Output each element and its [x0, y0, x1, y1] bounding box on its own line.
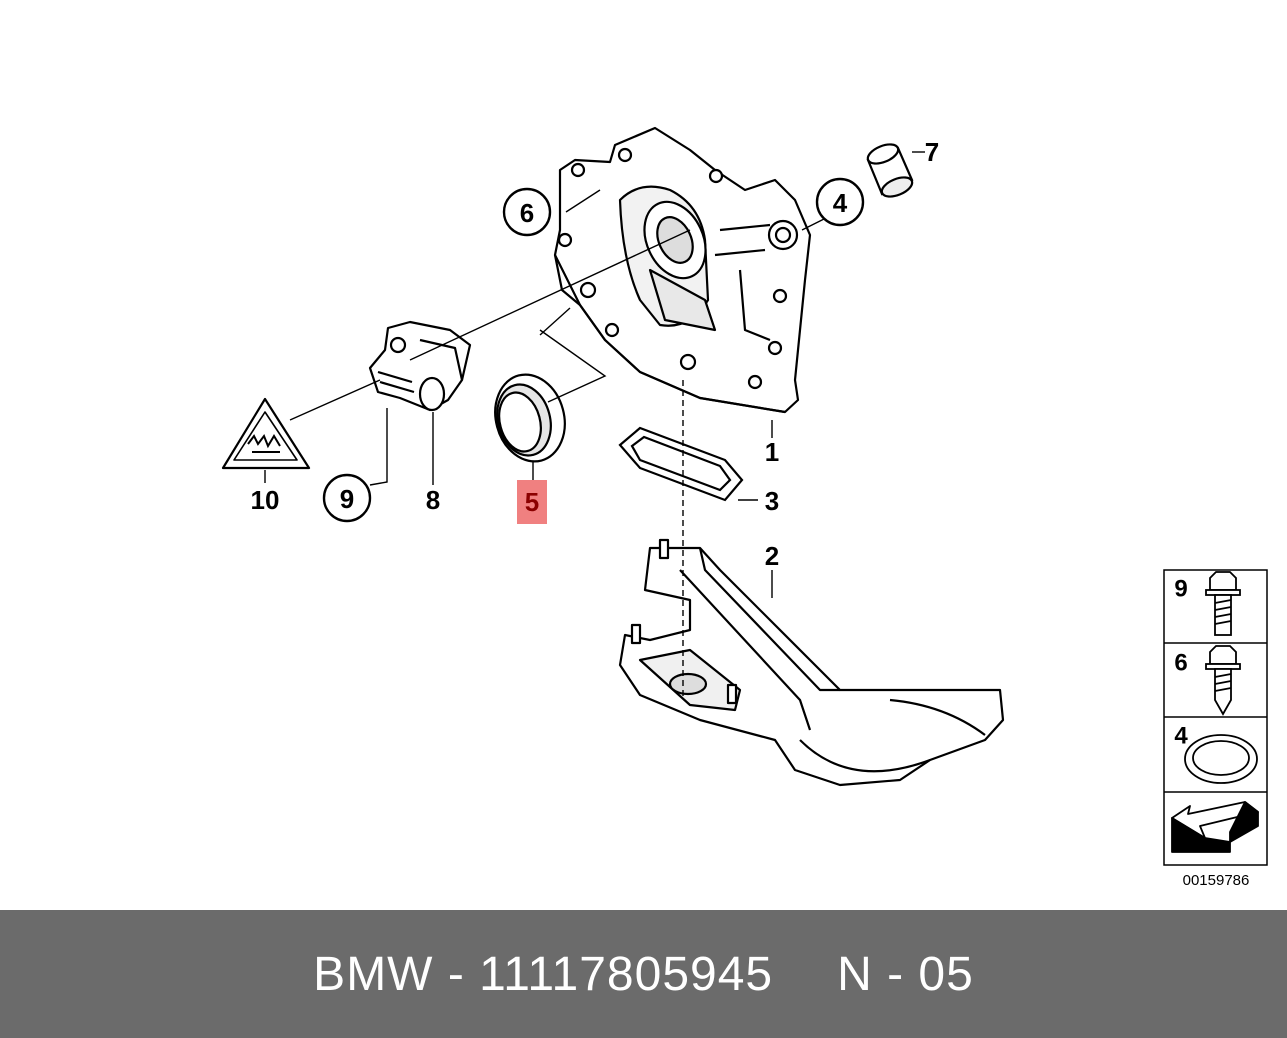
seal-ring-part — [494, 373, 566, 463]
callout-9-label: 9 — [340, 484, 354, 514]
legend-item-seal[interactable]: 4 — [1174, 723, 1258, 784]
callout-1-label: 1 — [765, 437, 779, 467]
footer-part-number: BMW - 11117805945 — [313, 947, 774, 1001]
arrow-icon — [1171, 801, 1259, 853]
legend-item-screw[interactable]: 6 — [1174, 645, 1241, 716]
callout-4[interactable]: 4 — [815, 177, 865, 227]
oil-pump-housing — [553, 126, 812, 414]
callout-6-label: 6 — [520, 198, 534, 228]
callout-2[interactable]: 2 — [765, 541, 779, 571]
screw-icon — [1205, 645, 1241, 716]
callout-7[interactable]: 7 — [925, 137, 939, 167]
legend-panel: 9 6 4 — [1163, 569, 1268, 889]
footer-bar: BMW - 11117805945 N - 05 — [0, 910, 1287, 1038]
callout-2-label: 2 — [765, 541, 779, 571]
callout-5-label: 5 — [525, 487, 539, 517]
diagram-reference-number: 00159786 — [1183, 872, 1250, 889]
highlight-box — [517, 480, 547, 524]
legend-item-bolt[interactable]: 9 — [1174, 571, 1241, 636]
callout-10[interactable]: 10 — [251, 485, 280, 515]
callout-8-label: 8 — [426, 485, 440, 515]
warning-triangle-label — [221, 397, 311, 470]
callout-9[interactable]: 9 — [322, 473, 372, 523]
oil-pickup-pipe — [618, 538, 1005, 787]
callout-3-label: 3 — [765, 486, 779, 516]
legend-item-arrow[interactable] — [1171, 801, 1259, 853]
bolt-icon — [1205, 571, 1241, 636]
legend-number: 6 — [1174, 650, 1187, 677]
callouts: 6 4 7 1 3 2 5 8 9 10 — [251, 137, 940, 571]
callout-10-label: 10 — [251, 485, 280, 515]
gasket-part — [618, 426, 744, 502]
callout-7-label: 7 — [925, 137, 939, 167]
sensor-part — [368, 320, 472, 412]
callout-1[interactable]: 1 — [765, 437, 779, 467]
sleeve-part — [866, 143, 914, 198]
parts-diagram: 6 4 7 1 3 2 5 8 9 10 — [221, 126, 1268, 889]
callout-8[interactable]: 8 — [426, 485, 440, 515]
footer-position-code: N - 05 — [837, 947, 974, 1001]
callout-4-label: 4 — [833, 188, 848, 218]
legend-number: 9 — [1174, 576, 1187, 603]
callout-3[interactable]: 3 — [765, 486, 779, 516]
legend-number: 4 — [1174, 723, 1188, 750]
leader-lines — [264, 151, 925, 700]
seal-ring-icon — [1184, 734, 1258, 784]
callout-6[interactable]: 6 — [502, 187, 552, 237]
callout-5-highlighted[interactable]: 5 — [517, 480, 547, 524]
